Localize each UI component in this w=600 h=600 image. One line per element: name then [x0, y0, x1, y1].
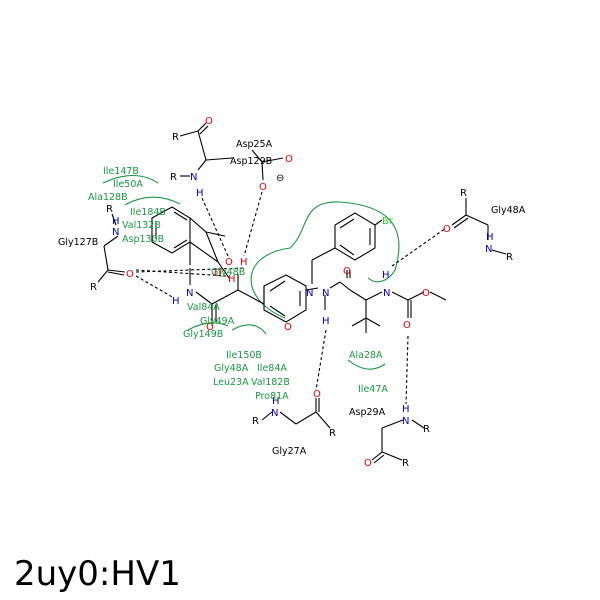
residue-label-ile84a: Ile84A — [257, 363, 287, 374]
atom-r: R — [423, 424, 430, 435]
residue-label-pro81a: Pro81A — [255, 391, 289, 402]
atom-r: R — [460, 188, 467, 199]
hbond-gly127b-nh — [135, 275, 175, 299]
atom-n: N — [402, 416, 409, 427]
hbond-gly48a — [391, 227, 447, 267]
atom-n: N — [383, 288, 390, 299]
atom-n: N — [322, 288, 329, 299]
atom-h: H — [240, 257, 248, 268]
residue-label-gly127b: Gly127B — [58, 237, 98, 248]
hydrophobic-arc-ile150b — [231, 324, 267, 335]
atom-o: O — [225, 257, 233, 268]
residue-label-ala28a: Ala28A — [349, 350, 383, 361]
atom-o: O — [422, 288, 430, 299]
atom-h: H — [322, 316, 330, 327]
atom-h: H — [172, 296, 180, 307]
atom-o: O — [206, 322, 214, 333]
atom-labels: R O R N H O O ⊖ O H O H N H O O N N H O … — [90, 116, 513, 469]
hydrophobic-arc-gly149b — [187, 322, 229, 331]
atom-h: H — [402, 404, 410, 415]
hydrophobic-arc-ala128b — [124, 196, 181, 206]
hydrogen-bonds — [135, 191, 447, 405]
charge-sign: ⊖ — [276, 173, 284, 184]
residue-label-ala128b: Ala128B — [88, 192, 128, 203]
residue-label-asp130b: Asp130B — [122, 234, 164, 245]
atom-n: N — [485, 244, 492, 255]
residue-label-gly48a-right: Gly48A — [491, 205, 526, 216]
atom-o: O — [285, 154, 293, 165]
residue-label-gly27a: Gly27A — [272, 446, 307, 457]
atom-r: R — [172, 132, 179, 143]
atom-o: O — [343, 266, 351, 277]
residue-label-val182b: Val182B — [251, 377, 290, 388]
residue-label-gly48a: Gly48A — [214, 363, 249, 374]
atom-o: O — [313, 389, 321, 400]
atom-r: R — [402, 458, 409, 469]
atom-h: H — [272, 396, 280, 407]
residue-label-ile150b: Ile150B — [226, 350, 262, 361]
ligand-bonds — [151, 206, 447, 333]
atom-n: N — [271, 408, 278, 419]
atom-h: H — [486, 232, 494, 243]
residue-label-gly48b: Gly48B — [211, 267, 245, 278]
residue-label-asp129b: Asp129B — [230, 156, 272, 167]
atom-r: R — [252, 416, 259, 427]
atom-o: O — [443, 224, 451, 235]
atom-r: R — [506, 252, 513, 263]
residue-fragments — [97, 122, 507, 464]
diagram-title: 2uy0:HV1 — [14, 554, 181, 594]
hydrophobic-contacts — [102, 174, 400, 370]
atom-h: H — [228, 274, 236, 285]
residue-label-leu23a: Leu23A — [213, 377, 249, 388]
atom-n: N — [190, 172, 197, 183]
atom-h: H — [382, 270, 390, 281]
hydrophobic-arc-ile147b — [102, 174, 159, 184]
hbond-gly48b — [135, 267, 245, 273]
atom-o: O — [403, 320, 411, 331]
atom-r: R — [106, 204, 113, 215]
atom-o: O — [284, 322, 292, 333]
hbond-asp129b-oh — [201, 197, 229, 257]
atom-o: O — [214, 268, 222, 279]
residue-labels: Asp25A Asp129B Ile147B Ile50A Ala128B Il… — [58, 139, 526, 457]
atom-r: R — [90, 282, 97, 293]
atom-n: N — [112, 227, 119, 238]
atom-r: R — [329, 428, 336, 439]
residue-label-ile50a: Ile50A — [113, 179, 143, 190]
atom-n: N — [306, 288, 313, 299]
residue-label-gly49a: Gly49A — [200, 316, 235, 327]
residue-label-val84a: Val84A — [187, 302, 220, 313]
atom-h: H — [196, 188, 204, 199]
atom-r: R — [170, 172, 177, 183]
residue-label-val132b: Val132B — [122, 220, 161, 231]
atom-br: Br — [382, 216, 394, 227]
hbond-gly27a — [315, 329, 327, 391]
residue-label-ile47a: Ile47A — [358, 384, 388, 395]
hydrophobic-arc-ala28a — [347, 359, 386, 370]
bromobenzene-ring — [334, 212, 376, 261]
atom-o: O — [126, 269, 134, 280]
hbond-asp29a — [405, 335, 409, 405]
residue-label-gly149b: Gly149B — [183, 329, 223, 340]
residue-label-ile184b: Ile184B — [130, 207, 166, 218]
hydrophobic-arc-large — [250, 201, 400, 319]
atom-o: O — [364, 458, 372, 469]
atom-o: O — [205, 116, 213, 127]
residue-label-ile147b: Ile147B — [103, 166, 139, 177]
hbond-asp25a-oh — [243, 191, 263, 257]
residue-label-asp25a: Asp25A — [236, 139, 273, 150]
residue-label-asp29a: Asp29A — [349, 407, 386, 418]
central-benzene-ring — [263, 274, 307, 323]
hbond-gly127b-oh — [135, 269, 227, 277]
atom-n: N — [186, 288, 193, 299]
atom-h: H — [112, 216, 120, 227]
atom-o: O — [259, 182, 267, 193]
